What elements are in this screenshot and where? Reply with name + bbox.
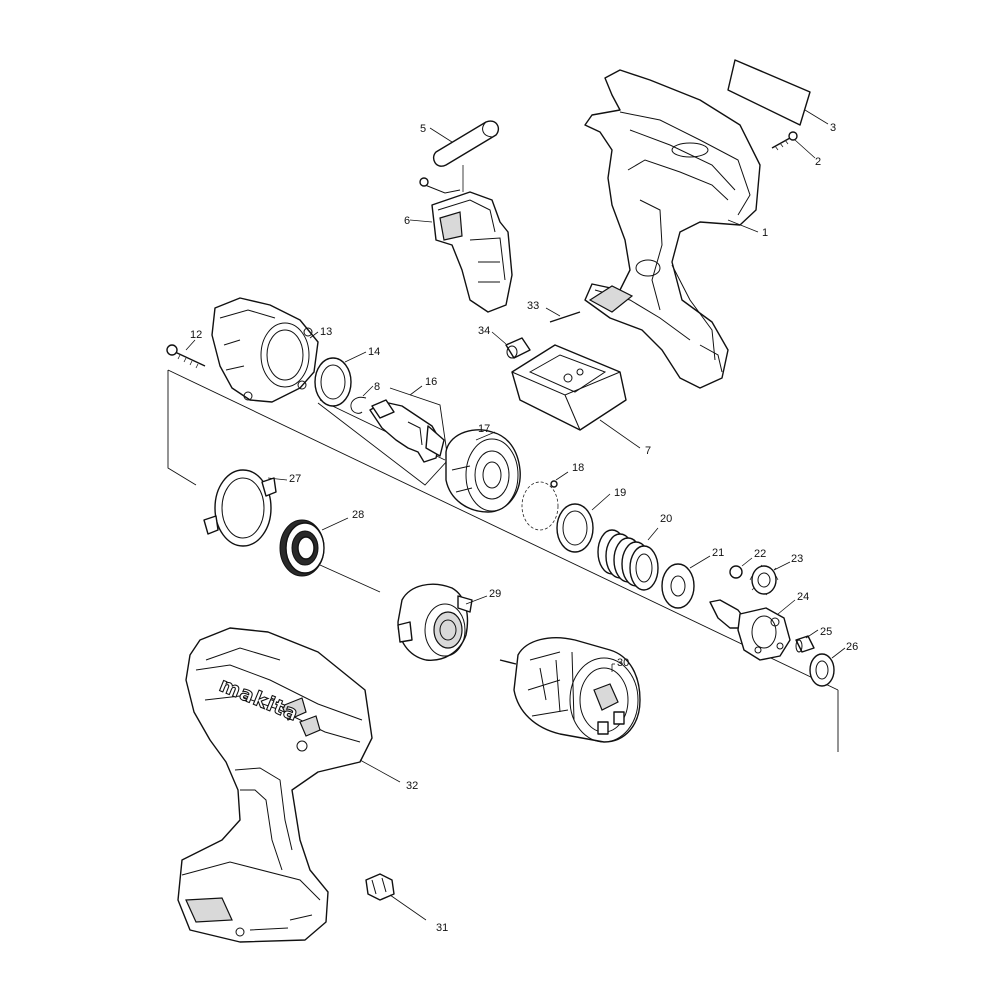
- switch-assembly: [419, 177, 513, 313]
- callout-31: 31: [436, 922, 448, 934]
- switch-lever: [432, 120, 500, 167]
- callout-25: 25: [820, 626, 832, 638]
- steel-ball-ring: [521, 480, 559, 531]
- plug: [505, 337, 531, 359]
- terminal-clip: [365, 873, 395, 901]
- spindle: [709, 599, 791, 661]
- callout-28: 28: [352, 509, 364, 521]
- callout-24: 24: [797, 591, 809, 603]
- nameplate: [727, 59, 811, 126]
- callout-2: 2: [815, 156, 821, 168]
- terminal-holder: [511, 344, 627, 431]
- callout-33: 33: [527, 300, 539, 312]
- callout-32: 32: [406, 780, 418, 792]
- anvil: [369, 399, 445, 463]
- callout-17: 17: [478, 423, 490, 435]
- callout-12: 12: [190, 329, 202, 341]
- long-screw: [166, 344, 206, 369]
- callout-23: 23: [791, 553, 803, 565]
- callout-8: 8: [374, 381, 380, 393]
- hammer: [445, 429, 521, 513]
- callout-22: 22: [754, 548, 766, 560]
- housing-left-half: makita: [177, 627, 373, 943]
- callout-5: 5: [420, 123, 426, 135]
- callout-14: 14: [368, 346, 380, 358]
- ball-bearing: [279, 519, 325, 577]
- callout-21: 21: [712, 547, 724, 559]
- housing-right-half: [584, 69, 761, 389]
- internal-gear-ring: [203, 469, 277, 547]
- bearing-retainer: [397, 583, 473, 661]
- washer-19: [556, 503, 594, 553]
- callout-34: 34: [478, 325, 490, 337]
- spindle-pin: [795, 635, 815, 653]
- planet-gear: [749, 564, 779, 596]
- callout-27: 27: [289, 473, 301, 485]
- callout-labels: 1 2 3 5 6 7 33 34 12 13 14 8 16 17 18 19…: [190, 122, 858, 934]
- callout-20: 20: [660, 513, 672, 525]
- housing-screw: [771, 131, 798, 151]
- hammer-case: [211, 297, 319, 403]
- callout-19: 19: [614, 487, 626, 499]
- compression-spring: [597, 529, 659, 591]
- dc-motor: [499, 637, 641, 743]
- callout-30: 30: [617, 657, 629, 669]
- pin: [549, 311, 581, 323]
- callout-1: 1: [762, 227, 768, 239]
- callout-29: 29: [489, 588, 501, 600]
- flat-washer-21: [661, 563, 695, 609]
- callout-3: 3: [830, 122, 836, 134]
- callout-18: 18: [572, 462, 584, 474]
- washer-large: [314, 357, 352, 407]
- callout-7: 7: [645, 445, 651, 457]
- callout-16: 16: [425, 376, 437, 388]
- callout-13: 13: [320, 326, 332, 338]
- steel-ball-22: [729, 565, 743, 579]
- washer-26: [809, 653, 835, 687]
- callout-6: 6: [404, 215, 410, 227]
- retaining-ring: [350, 396, 367, 414]
- callout-26: 26: [846, 641, 858, 653]
